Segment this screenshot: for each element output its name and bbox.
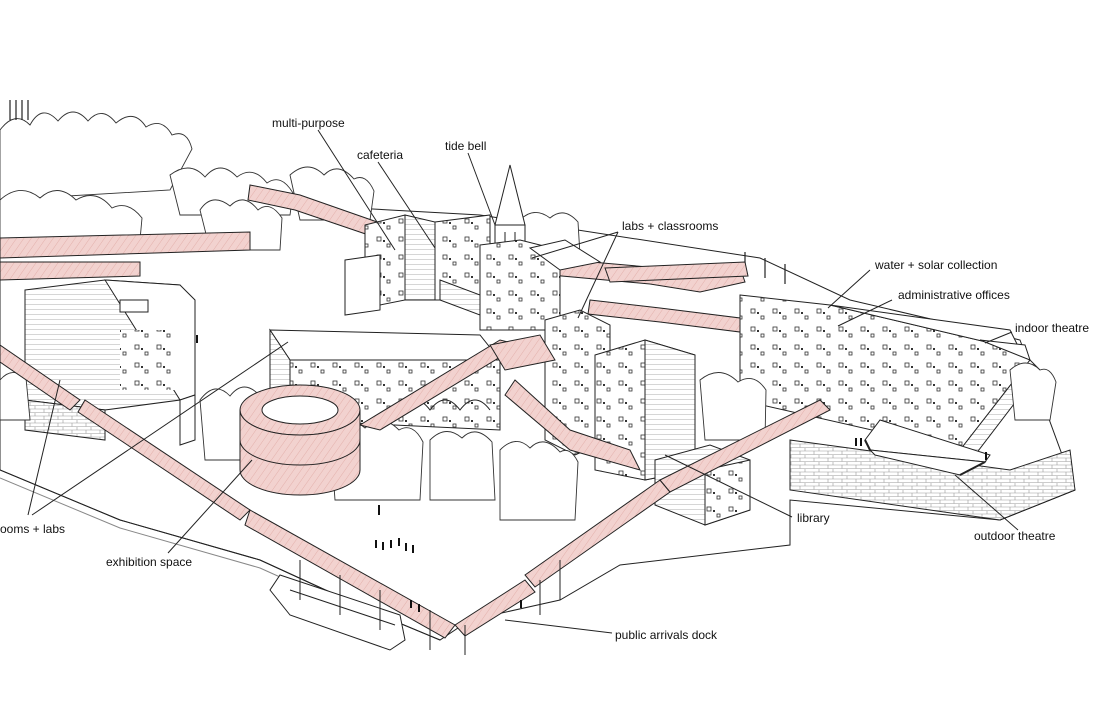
building-labs-classrooms (544, 309, 696, 481)
label-admin-offices: administrative offices (898, 288, 1010, 302)
label-outdoor-theatre: outdoor theatre (974, 529, 1056, 543)
leader-cafeteria (377, 161, 436, 249)
exhibition-space-ramp (239, 384, 361, 496)
leader-library (664, 454, 793, 518)
leader-tide-bell (467, 152, 496, 226)
leader-rooms-labs-b (31, 341, 289, 516)
leader-labs-classrooms-b (577, 231, 619, 319)
public-arrivals-dock (269, 560, 561, 655)
leader-admin-offices (837, 299, 893, 327)
leader-outdoor-theatre (954, 474, 1019, 531)
label-indoor-theatre: indoor theatre (1015, 321, 1090, 335)
tide-bell-tower (479, 164, 602, 331)
label-multi-purpose: multi-purpose (272, 116, 345, 130)
leader-indoor-theatre (984, 331, 1013, 344)
leader-multi-purpose (317, 129, 396, 251)
label-labs-classrooms: labs + classrooms (622, 219, 719, 233)
building-rooms-labs (24, 279, 196, 446)
building-library (654, 444, 751, 526)
label-water-solar: water + solar collection (875, 258, 998, 272)
people-figures (196, 335, 987, 612)
label-library: library (797, 511, 830, 525)
elevated-walkway-lower (0, 334, 831, 639)
leader-public-dock (504, 619, 613, 634)
label-rooms-labs: ooms + labs (0, 522, 66, 536)
outdoor-theatre (864, 419, 991, 476)
leader-water-solar (827, 269, 871, 309)
leader-lines (27, 129, 1019, 634)
leader-labs-classrooms-a (531, 231, 619, 259)
label-exhibition-space: exhibition space (106, 555, 193, 569)
leader-rooms-labs-a (27, 379, 61, 516)
elevated-walkway-upper (0, 184, 749, 333)
label-cafeteria: cafeteria (357, 148, 404, 162)
label-tide-bell: tide bell (445, 139, 487, 153)
railing-posts-top (9, 100, 786, 284)
leader-exhibition (167, 459, 253, 554)
label-public-arrivals-dock: public arrivals dock (615, 628, 718, 642)
